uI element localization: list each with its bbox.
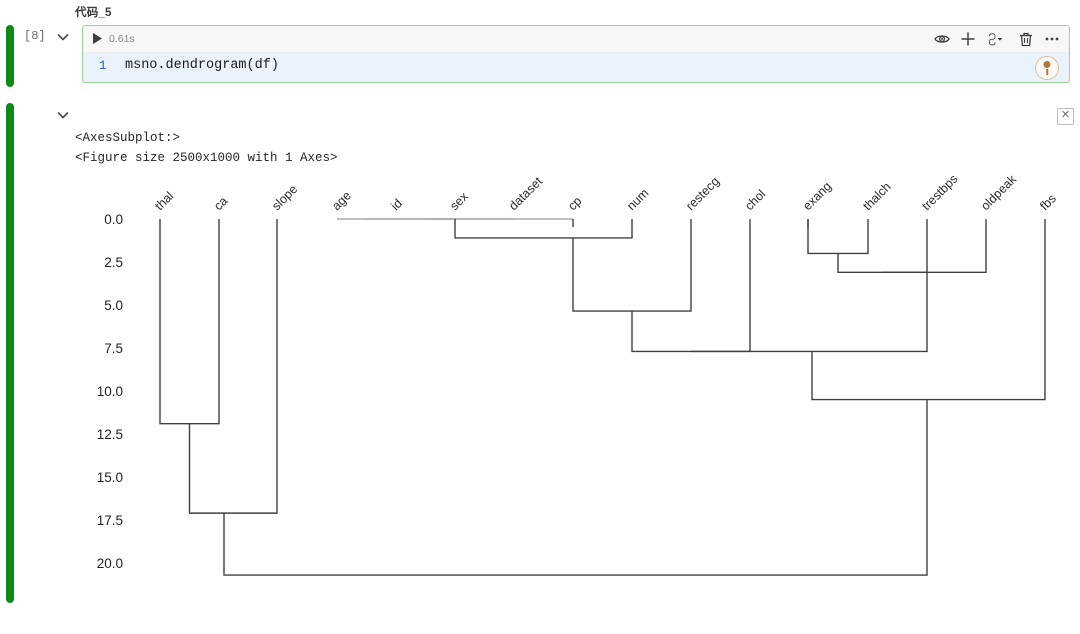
output-text-line: <AxesSubplot:> [75,131,181,145]
leaf-label: trestbps [919,172,960,213]
dendrogram-link [454,219,633,239]
dendrogram-link [159,219,220,425]
dendrogram-link [223,399,928,576]
y-axis-tick-labels: 0.0 2.5 5.0 7.5 10.0 12.5 15.0 17.5 20.0 [97,212,123,571]
cell-title-label: 代码_5 [75,7,112,19]
cell-accent-bar-code [6,25,14,87]
leaf-label: num [624,186,651,213]
leaf-label: dataset [506,174,545,213]
y-tick-label: 0.0 [104,212,123,227]
y-tick-label: 17.5 [97,513,123,528]
dendrogram-link [188,219,278,514]
trash-icon[interactable] [1017,30,1035,48]
leaf-label: sex [447,189,471,213]
close-output-button[interactable]: ✕ [1057,108,1074,125]
leaf-label: id [388,196,405,213]
dendrogram-link [572,219,692,312]
dendrogram-link [882,219,987,274]
y-tick-label: 20.0 [97,556,123,571]
y-tick-label: 10.0 [97,384,123,399]
dendrogram-plot: 0.0 2.5 5.0 7.5 10.0 12.5 15.0 17.5 20.0 thal ca s… [97,172,1059,576]
kernel-badge-dot [1043,61,1051,68]
code-cell[interactable]: 0.61s [82,25,1070,83]
leaf-label: age [329,188,354,213]
collapse-output-chevron-icon[interactable] [55,107,71,123]
execution-time-label: 0.61s [109,33,135,45]
code-text[interactable]: msno.dendrogram(df) [125,58,279,73]
y-tick-label: 7.5 [104,341,123,356]
dendrogram-links [159,218,1046,576]
leaf-label: slope [269,182,300,213]
leaf-label: exang [800,179,834,213]
dendrogram-link [811,219,1046,401]
eye-icon[interactable] [933,30,951,48]
leaf-labels: thal ca slope age id sex dataset cp num restecg ch… [152,172,1059,213]
cell-accent-bar-output [6,103,14,603]
kernel-select-icon[interactable] [985,30,1011,48]
dendrogram-link [691,272,928,353]
dendrogram-figure: 0.0 2.5 5.0 7.5 10.0 12.5 15.0 17.5 20.0 thal ca s… [0,170,1080,610]
output-text-line: <Figure size 2500x1000 with 1 Axes> [75,151,338,165]
execution-count: [8] [24,29,46,43]
leaf-label: ca [211,194,230,213]
kernel-badge-stem [1046,69,1048,75]
leaf-label: cp [565,194,584,213]
leaf-label: thalch [860,180,894,214]
kernel-status-badge[interactable] [1035,56,1059,80]
more-options-icon[interactable] [1043,30,1061,48]
leaf-label: oldpeak [978,172,1019,213]
plus-icon[interactable] [959,30,977,48]
leaf-label: fbs [1037,191,1059,213]
y-tick-label: 5.0 [104,298,123,313]
leaf-label: restecg [683,174,722,213]
dendrogram-link [807,219,869,255]
leaf-label: chol [742,187,768,213]
leaf-label: thal [152,189,176,213]
line-number: 1 [99,59,107,73]
y-tick-label: 2.5 [104,255,123,270]
y-tick-label: 15.0 [97,470,123,485]
dendrogram-link [837,219,928,274]
code-cell-toolbar: 0.61s [83,26,1069,53]
y-tick-label: 12.5 [97,427,123,442]
run-cell-button[interactable] [91,32,104,45]
collapse-code-chevron-icon[interactable] [55,29,71,45]
code-editor-area[interactable]: 1 msno.dendrogram(df) [83,53,1069,82]
